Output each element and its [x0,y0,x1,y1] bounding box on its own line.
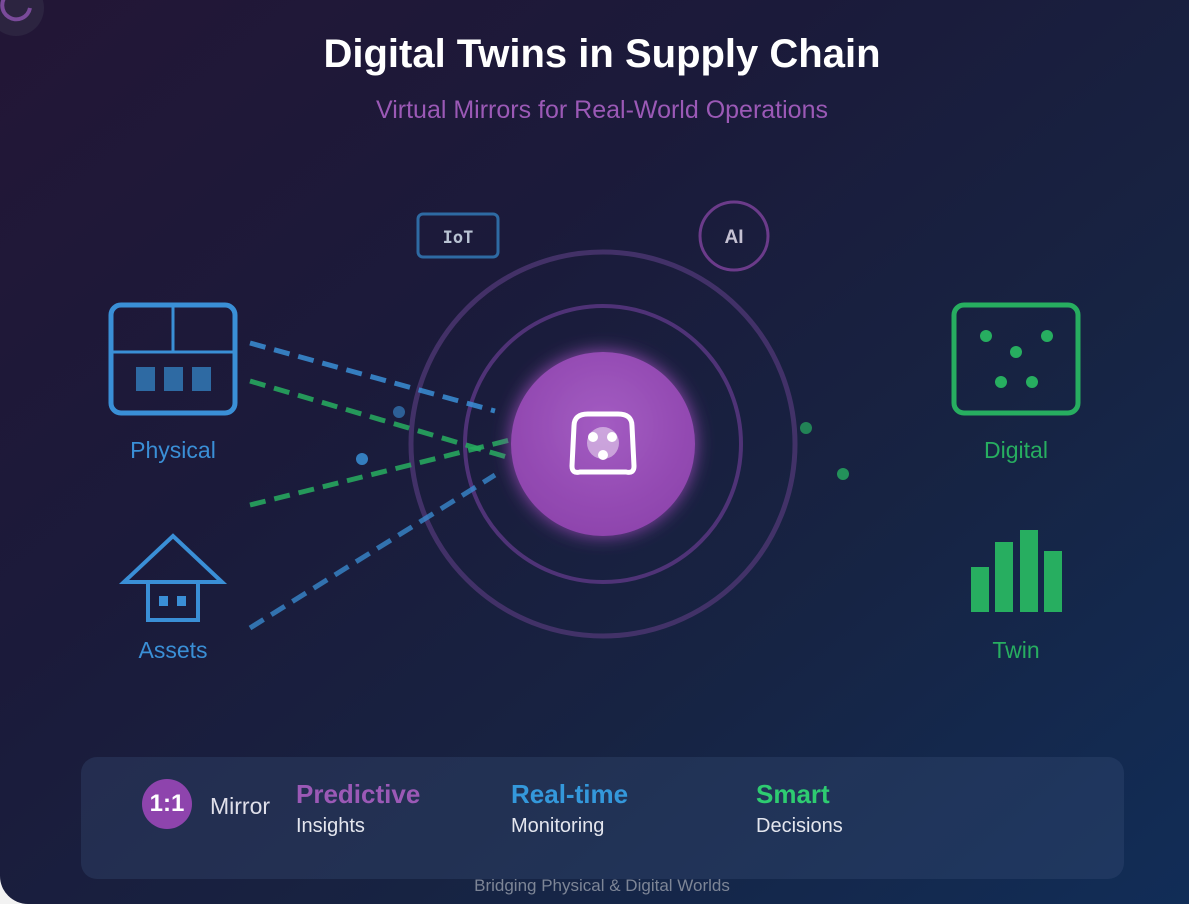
corner-loader-icon [0,0,44,36]
stat-predictive-subtitle: Insights [296,815,365,837]
inner-orbit-ring [463,304,743,584]
connection-line-physical-top [249,340,496,414]
connection-line-assets [248,472,497,631]
mirror-label: Mirror [210,793,271,819]
ratio-badge: 1:1 [142,779,192,829]
particle-dot [356,453,368,465]
digital-label: Digital [984,437,1048,463]
twin-hub-icon [569,411,637,475]
house-icon [118,533,228,622]
footer-tagline: Bridging Physical & Digital Worlds [474,876,730,895]
outer-orbit-ring [408,249,798,639]
stat-smart-title: Smart [756,779,830,809]
page-subtitle: Virtual Mirrors for Real-World Operation… [376,96,828,124]
stats-panel [81,757,1124,879]
ai-tag-circle [698,200,770,272]
stat-realtime-title: Real-time [511,779,629,809]
ai-tag-label: AI [724,227,744,248]
connection-line-green-top [249,378,511,461]
twin-label: Twin [992,637,1040,663]
warehouse-icon [108,302,238,416]
assets-label: Assets [138,637,208,663]
stat-predictive-title: Predictive [296,779,421,809]
particle-dot [393,406,405,418]
iot-tag-box [416,212,500,259]
bar-chart-icon [971,530,1062,612]
stat-smart-subtitle: Decisions [756,815,843,837]
stat-realtime-subtitle: Monitoring [511,815,605,837]
central-core [511,352,695,536]
digital-node-icon [951,302,1081,416]
physical-label: Physical [130,437,216,463]
page-title: Digital Twins in Supply Chain [323,32,881,76]
iot-tag-label: IoT [442,228,474,248]
connection-line-green-bottom [249,437,511,508]
particle-dot [837,468,849,480]
particle-dot [800,422,812,434]
